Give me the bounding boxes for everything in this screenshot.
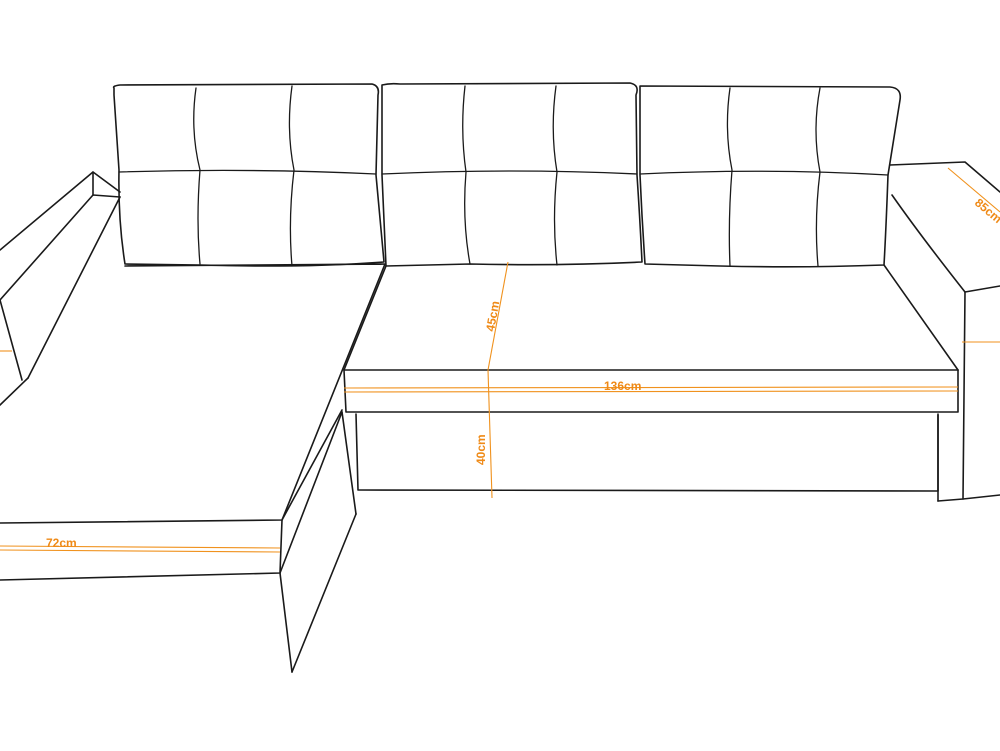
left-armrest xyxy=(0,171,121,381)
label-72cm: 72cm xyxy=(46,536,77,550)
dimension-lines xyxy=(0,167,1000,553)
backrest-cushions xyxy=(112,82,902,268)
label-85cm: 85cm xyxy=(972,196,1000,226)
back-cushion-left xyxy=(112,83,385,267)
label-40cm: 40cm xyxy=(474,434,488,465)
back-cushion-middle xyxy=(381,82,643,267)
label-45cm: 45cm xyxy=(483,300,502,333)
main-seat xyxy=(343,264,959,492)
back-cushion-right xyxy=(639,85,902,268)
chaise-section xyxy=(0,263,386,673)
label-136cm: 136cm xyxy=(604,379,641,393)
